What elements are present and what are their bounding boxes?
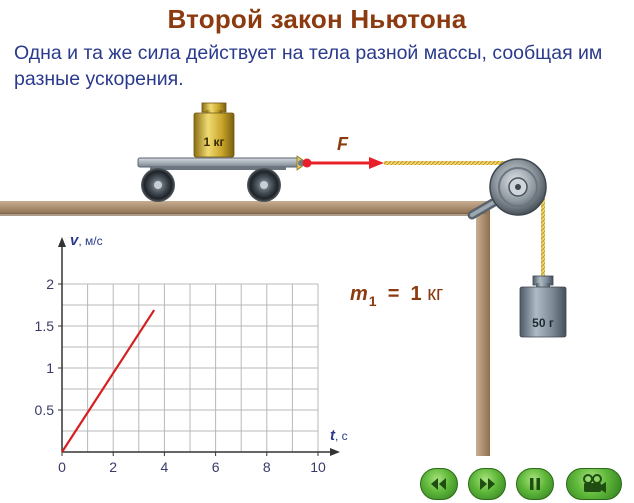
cart [137, 157, 299, 202]
mass-subscript: 1 [368, 293, 377, 309]
wheel-icon [141, 168, 175, 202]
x-axis-unit: , c [335, 429, 348, 443]
y-axis-arrow [58, 237, 66, 247]
y-tick-label: 2 [46, 276, 54, 292]
x-tick-label: 8 [263, 459, 271, 475]
x-axis-arrow [330, 448, 340, 456]
force-arrowhead [369, 157, 384, 169]
camera-button[interactable] [566, 468, 622, 500]
cart-weight: 1 кг [193, 102, 235, 158]
y-axis-unit: , м/с [78, 234, 102, 248]
fast-forward-button[interactable] [468, 468, 506, 500]
page-description: Одна и та же сила действует на тела разн… [14, 42, 603, 90]
x-tick-label: 4 [161, 459, 169, 475]
rope-horizontal [384, 161, 514, 165]
mass-symbol: m [350, 283, 368, 305]
pulley [467, 158, 547, 220]
rope-vertical [541, 188, 545, 276]
pause-icon [530, 478, 540, 490]
mass-unit: кг [427, 283, 444, 305]
pause-button[interactable] [516, 468, 554, 500]
rewind-icon [431, 478, 446, 490]
y-tick-label: 1.5 [35, 318, 55, 334]
x-axis-label: t, c [330, 427, 348, 444]
fast-forward-icon [480, 478, 495, 490]
y-axis-label: v, м/с [70, 232, 103, 249]
force-origin-dot [302, 158, 312, 168]
mass-readout: m1 = 1 кг [350, 283, 443, 309]
y-tick-label: 0.5 [35, 402, 55, 418]
mass-equals: = [387, 283, 400, 305]
x-axis-variable: t [330, 427, 336, 444]
mass-value: 1 [410, 283, 422, 305]
velocity-time-chart: 0 2 4 6 8 10 0.5 1 1.5 2 v, м/с t, c [35, 232, 348, 475]
hanging-weight-label: 50 г [532, 316, 554, 330]
playback-controls [420, 468, 630, 502]
cart-weight-label: 1 кг [203, 135, 224, 149]
x-tick-label: 10 [310, 459, 326, 475]
table-top [0, 201, 488, 214]
y-tick-label: 1 [46, 360, 54, 376]
rewind-button[interactable] [420, 468, 458, 500]
page-title: Второй закон Ньютона [167, 4, 467, 34]
camera-icon [583, 474, 606, 493]
y-axis-variable: v [70, 232, 80, 249]
hook-clip [296, 155, 308, 171]
x-tick-label: 2 [109, 459, 117, 475]
table-leg [476, 210, 490, 456]
force-label: F [337, 134, 349, 154]
velocity-series-line [61, 309, 156, 453]
x-tick-label: 6 [212, 459, 220, 475]
wheel-icon [247, 168, 281, 202]
hanging-weight: 50 г [519, 275, 567, 338]
x-tick-label: 0 [58, 459, 66, 475]
